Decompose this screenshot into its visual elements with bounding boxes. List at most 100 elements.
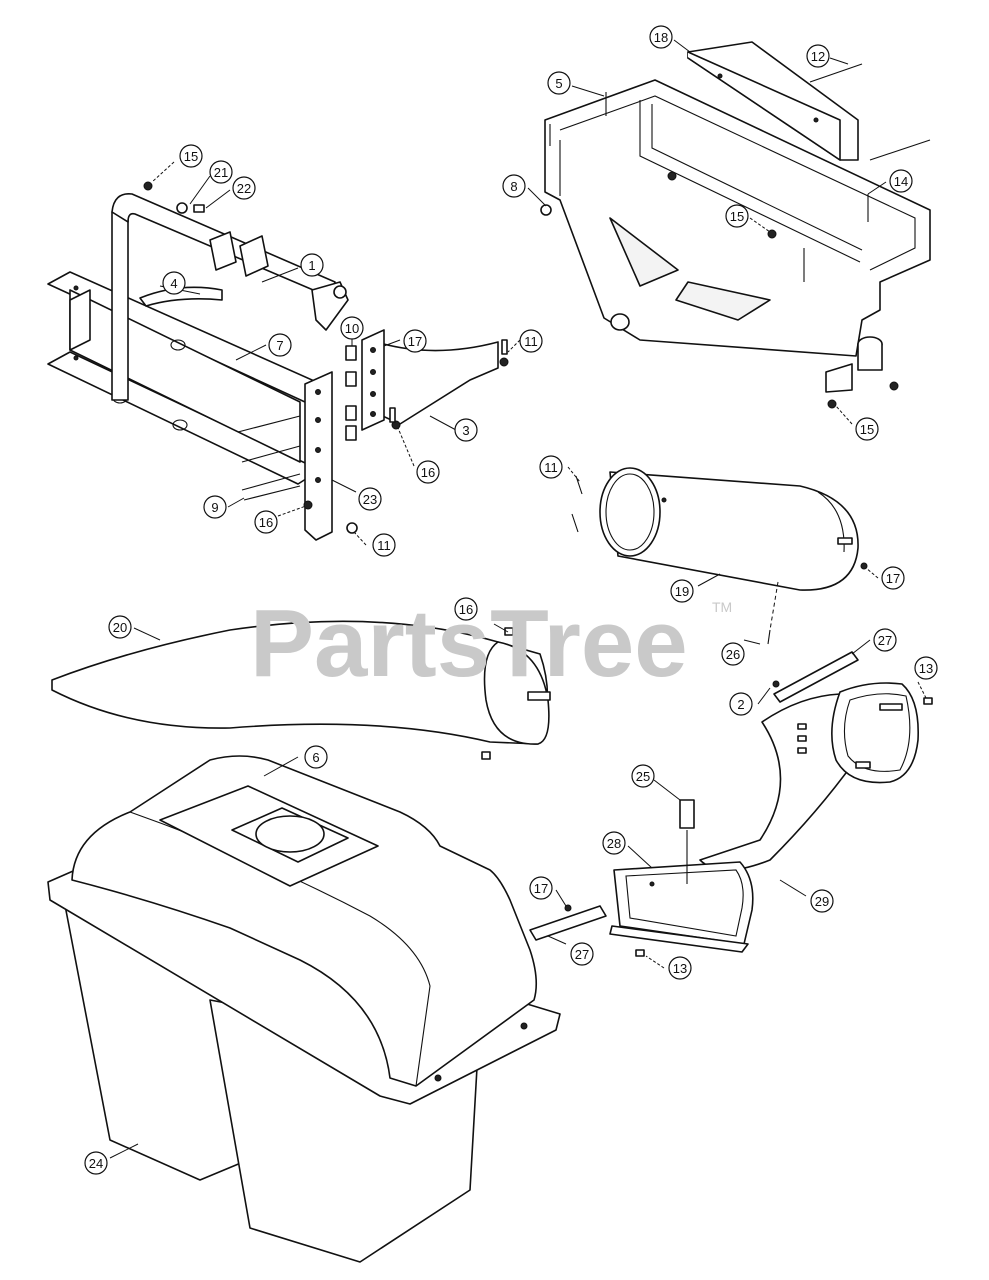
callout-11c: 11 — [539, 455, 563, 479]
lower-chute-assembly — [529, 651, 933, 957]
watermark-trademark: TM — [712, 599, 732, 615]
callout-circle — [602, 831, 626, 855]
callout-18: 18 — [649, 25, 673, 49]
callout-label: 24 — [89, 1156, 103, 1171]
callout-circle — [84, 1151, 108, 1175]
watermark: PartsTree TM — [250, 590, 732, 697]
callout-circle — [454, 418, 478, 442]
callout-label: 28 — [607, 836, 621, 851]
callout-label: 20 — [113, 620, 127, 635]
callout-label: 29 — [815, 894, 829, 909]
callout-circle — [873, 628, 897, 652]
callout-21: 21 — [209, 160, 233, 184]
callout-circle — [547, 71, 571, 95]
callout-29: 29 — [810, 889, 834, 913]
callout-13b: 13 — [668, 956, 692, 980]
chute-tube-body — [609, 471, 859, 591]
callout-label: 17 — [534, 881, 548, 896]
handle-clevis — [209, 231, 237, 271]
callout-label: 10 — [345, 321, 359, 336]
callout-16c: 16 — [416, 460, 440, 484]
frame-cutout-right — [675, 281, 771, 321]
callout-label: 8 — [510, 179, 517, 194]
callout-label: 15 — [860, 422, 874, 437]
callout-circle — [889, 169, 913, 193]
vertical-bracket — [361, 329, 385, 431]
frame-side-member-front — [69, 289, 91, 351]
handle-clevis-2 — [239, 235, 269, 277]
callout-circle — [539, 455, 563, 479]
callout-22: 22 — [232, 176, 256, 200]
callout-circle — [810, 889, 834, 913]
callout-circle — [203, 495, 227, 519]
callout-label: 6 — [312, 750, 319, 765]
callout-circle — [162, 271, 186, 295]
callout-17a: 17 — [403, 329, 427, 353]
callout-label: 16 — [459, 602, 473, 617]
callout-circle — [806, 44, 830, 68]
callout-circle — [268, 333, 292, 357]
callout-3: 3 — [454, 418, 478, 442]
callout-label: 21 — [214, 165, 228, 180]
callout-circle — [570, 942, 594, 966]
callout-label: 7 — [276, 338, 283, 353]
callout-circle — [179, 144, 203, 168]
callout-label: 23 — [363, 492, 377, 507]
callout-label: 9 — [211, 500, 218, 515]
callout-8: 8 — [502, 174, 526, 198]
callout-label: 13 — [673, 961, 687, 976]
callout-7: 7 — [268, 333, 292, 357]
callout-16b: 16 — [254, 510, 278, 534]
callout-label: 18 — [654, 30, 668, 45]
callout-circle — [529, 876, 553, 900]
callout-label: 2 — [737, 697, 744, 712]
callout-circle — [729, 692, 753, 716]
callout-label: 11 — [544, 460, 558, 475]
callout-circle — [502, 174, 526, 198]
callout-label: 13 — [919, 661, 933, 676]
bag-cover — [71, 755, 538, 1087]
callout-15a: 15 — [179, 144, 203, 168]
callout-label: 27 — [878, 633, 892, 648]
callout-25: 25 — [631, 764, 655, 788]
callout-circle — [403, 329, 427, 353]
chute-flap — [613, 861, 754, 945]
callout-4: 4 — [162, 271, 186, 295]
callout-circle — [358, 487, 382, 511]
callout-label: 14 — [894, 174, 908, 189]
callout-28: 28 — [602, 831, 626, 855]
frame-assembly — [47, 181, 509, 541]
callout-label: 12 — [811, 49, 825, 64]
callout-19: 19 — [670, 579, 694, 603]
callout-layer: 1234567891011111112131314151515161616171… — [84, 25, 938, 1175]
callout-label: 1 — [308, 258, 315, 273]
callout-circle — [721, 642, 745, 666]
callout-circle — [300, 253, 324, 277]
callout-14: 14 — [889, 169, 913, 193]
callout-label: 3 — [462, 423, 469, 438]
callout-label: 11 — [377, 538, 391, 553]
callout-24: 24 — [84, 1151, 108, 1175]
callout-label: 4 — [170, 276, 177, 291]
callout-label: 19 — [675, 584, 689, 599]
callout-10: 10 — [340, 316, 364, 340]
callout-circle — [631, 764, 655, 788]
callout-17c: 17 — [529, 876, 553, 900]
callout-circle — [914, 656, 938, 680]
callout-15b: 15 — [725, 204, 749, 228]
callout-label: 15 — [184, 149, 198, 164]
callout-circle — [725, 204, 749, 228]
bag-assembly — [47, 755, 561, 1263]
callout-circle — [649, 25, 673, 49]
callout-label: 17 — [408, 334, 422, 349]
callout-circle — [416, 460, 440, 484]
callout-1: 1 — [300, 253, 324, 277]
callout-label: 15 — [730, 209, 744, 224]
chute — [51, 620, 551, 760]
callout-label: 27 — [575, 947, 589, 962]
callout-circle — [881, 566, 905, 590]
callout-label: 16 — [259, 515, 273, 530]
callout-11b: 11 — [372, 533, 396, 557]
callout-15c: 15 — [855, 417, 879, 441]
